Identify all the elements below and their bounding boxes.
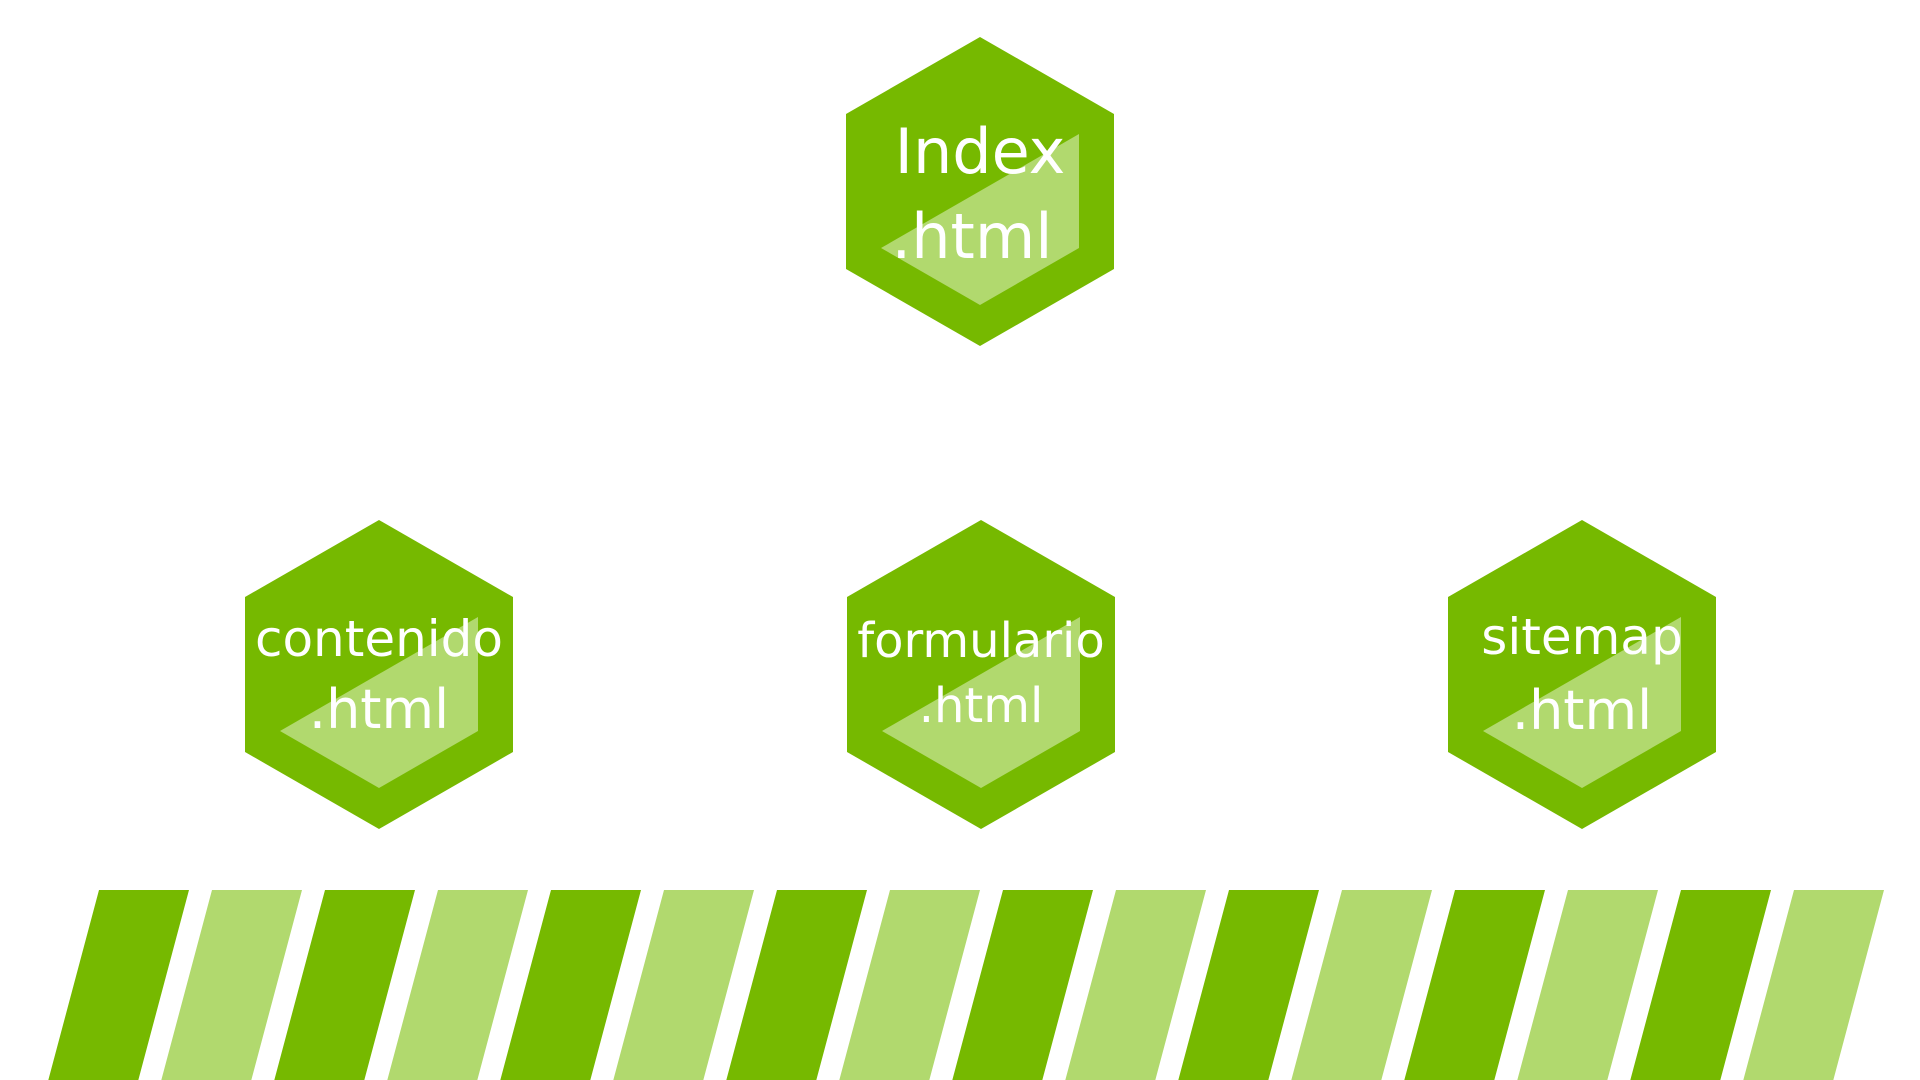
- stripe-dark: [274, 890, 415, 1080]
- hexagon-inner-facet: [882, 617, 1080, 788]
- stripe-dark: [952, 890, 1093, 1080]
- node-sitemap-label-line2: .html: [1512, 679, 1652, 742]
- stripe-dark: [1630, 890, 1771, 1080]
- stripe-light: [839, 890, 980, 1080]
- node-contenido[interactable]: contenido .html: [245, 520, 513, 829]
- stripe-band: [48, 890, 1884, 1080]
- node-index-label-line1: Index: [895, 115, 1066, 188]
- stripe-light: [1291, 890, 1432, 1080]
- node-sitemap-label-line1: sitemap: [1481, 608, 1682, 666]
- node-contenido-label-line2: .html: [309, 678, 449, 741]
- stripe-light: [387, 890, 528, 1080]
- hexagon-inner-facet: [280, 617, 478, 788]
- stripe-dark: [1178, 890, 1319, 1080]
- node-sitemap[interactable]: sitemap .html: [1448, 520, 1716, 829]
- node-formulario-label-line2: .html: [919, 678, 1044, 734]
- node-contenido-label-line1: contenido: [255, 610, 503, 668]
- stripe-light: [1517, 890, 1658, 1080]
- stripe-dark: [1404, 890, 1545, 1080]
- hexagon-inner-facet: [1483, 617, 1681, 788]
- node-formulario-label-line1: formulario: [857, 613, 1105, 669]
- stripe-light: [161, 890, 302, 1080]
- node-index-label-line2: .html: [892, 200, 1053, 273]
- node-index[interactable]: Index .html: [846, 37, 1114, 346]
- stripe-dark: [500, 890, 641, 1080]
- stripe-light: [1065, 890, 1206, 1080]
- node-formulario[interactable]: formulario .html: [847, 520, 1115, 829]
- stripe-dark: [726, 890, 867, 1080]
- stripe-light: [1743, 890, 1884, 1080]
- stripe-light: [613, 890, 754, 1080]
- hexagon-inner-facet: [881, 134, 1079, 305]
- stripe-dark: [48, 890, 189, 1080]
